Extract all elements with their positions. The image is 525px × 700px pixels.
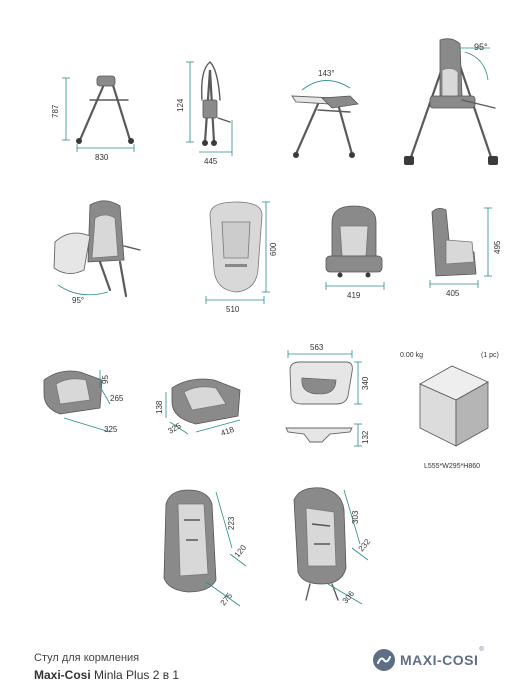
leg-angle-label: 95° (72, 296, 84, 305)
tray-depth-label: 340 (361, 376, 370, 390)
tray-angle-label: 143° (318, 69, 335, 78)
dimension-pad-height: 600 (262, 201, 278, 293)
dimension-tray-height: 132 (354, 423, 370, 447)
insert-width-label: 275 (219, 591, 235, 607)
back-width-label: 306 (341, 589, 357, 605)
dimension-tray-top: 563 340 (287, 343, 370, 405)
product-category: Стул для кормления (34, 652, 140, 664)
dimension-seat-width: 419 (325, 282, 385, 300)
tray-width-label: 563 (310, 343, 324, 352)
product-model: Minla Plus 2 в 1 (94, 668, 180, 682)
dimension-width-open: 830 (76, 144, 135, 162)
dimension-seat-depth: 405 (429, 280, 479, 298)
dimension-height-open: 787 (51, 77, 70, 141)
chair-open-front-view (76, 75, 134, 144)
chair-folded-view (200, 61, 231, 146)
cushion-height-label: 95 (101, 375, 110, 384)
dimension-tray-angle: 143° (301, 69, 351, 91)
seat-side-view (431, 208, 477, 277)
dimension-pad-width: 510 (205, 296, 265, 314)
base-depth-label: 325 (167, 421, 184, 436)
brand-logo: MAXI-COSI ® (372, 647, 484, 673)
back-height-label: 303 (351, 510, 360, 524)
chair-reclined-tray-view (291, 95, 359, 158)
width-open-label: 830 (95, 153, 109, 162)
chair-tray-leg-angle-view (53, 200, 141, 298)
seat-insert-view (163, 489, 217, 593)
base-height-label: 138 (155, 400, 164, 414)
cushion-depth-label: 265 (110, 394, 124, 403)
insert-depth-label: 120 (233, 543, 249, 559)
brand-registered-mark: ® (479, 647, 484, 653)
pad-width-label: 510 (226, 305, 240, 314)
package-size: L555*W295*H860 (424, 463, 480, 470)
product-brand: Maxi-Cosi (34, 668, 91, 682)
dimension-depth-folded: 445 (199, 120, 233, 166)
brand-name: MAXI-COSI (400, 652, 479, 668)
height-folded-label: 124 (176, 98, 185, 112)
dimension-leg-angle: 95° (57, 284, 109, 305)
back-angle-label: 95° (474, 42, 488, 52)
dimension-cushion: 95 265 325 (63, 370, 124, 434)
seat-depth-label: 405 (446, 289, 460, 298)
backrest-view (293, 487, 347, 601)
package-weight: 0.00 kg (400, 352, 423, 359)
package-box-icon (419, 365, 489, 447)
seat-base-view (171, 378, 241, 425)
seat-width-label: 419 (347, 291, 361, 300)
brand-emblem-icon (373, 649, 395, 671)
depth-folded-label: 445 (204, 157, 218, 166)
dimension-seat-height: 495 (484, 207, 502, 277)
tray-height-label: 132 (361, 430, 370, 444)
product-name: Maxi-Cosi Minla Plus 2 в 1 (34, 668, 179, 682)
seat-pad-flat-view (209, 201, 263, 293)
tray-side-view (285, 427, 353, 443)
cushion-width-label: 325 (104, 425, 118, 434)
insert-height-label: 223 (227, 516, 236, 530)
seat-cushion-view (43, 370, 103, 415)
pad-height-label: 600 (269, 242, 278, 256)
base-width-label: 418 (220, 425, 236, 438)
tray-top-view (289, 361, 353, 405)
seat-front-view (325, 205, 383, 278)
height-open-label: 787 (51, 104, 60, 118)
dimension-height-folded: 124 (176, 61, 194, 143)
chair-upright-view (404, 38, 498, 165)
dimension-back-angle: 95° (460, 42, 490, 81)
seat-height-label: 495 (493, 240, 502, 254)
package-quantity: (1 pc) (481, 352, 499, 359)
